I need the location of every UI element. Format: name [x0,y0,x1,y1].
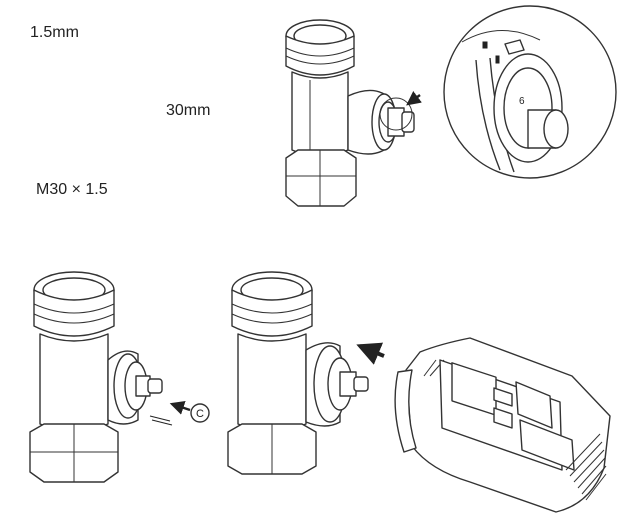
length-label: 30mm [166,102,211,119]
callout-letter: C [196,408,204,420]
heatsink-fins [565,433,607,501]
pitch-label: 1.5mm [30,24,79,41]
thermostat-head [394,337,611,513]
thread-label: M30 × 1.5 [36,181,108,198]
arrow-to-detail [406,91,422,106]
detail-number: 6 [519,96,525,107]
arrow-mount [356,342,385,365]
detail-circle: 6 [443,5,617,179]
valve-body-middle [227,271,369,475]
valve-body-top [285,19,415,207]
valve-body-left [29,271,163,483]
callout-c: C [149,400,210,426]
